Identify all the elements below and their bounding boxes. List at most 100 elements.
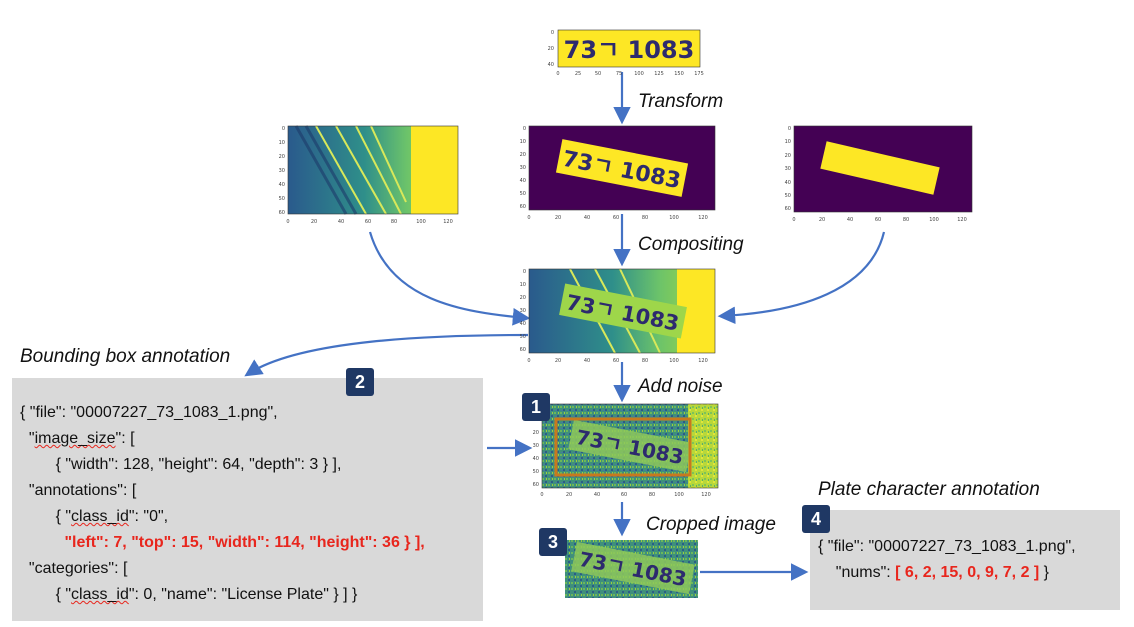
svg-text:0: 0 [551, 30, 554, 36]
svg-text:120: 120 [698, 215, 708, 221]
svg-text:30: 30 [785, 166, 791, 172]
svg-text:40: 40 [533, 456, 539, 462]
svg-text:10: 10 [279, 140, 285, 146]
cropped-image-label: Cropped image [646, 514, 776, 535]
svg-text:20: 20 [520, 152, 526, 158]
svg-text:60: 60 [365, 219, 371, 225]
svg-text:120: 120 [957, 217, 967, 223]
svg-text:80: 80 [642, 358, 648, 364]
svg-text:30: 30 [279, 168, 285, 174]
svg-text:100: 100 [929, 217, 939, 223]
svg-text:60: 60 [613, 358, 619, 364]
bounding-box [554, 417, 692, 477]
mask-image: 0 10 20 30 40 50 60 0 20 40 60 80 100 12… [785, 125, 973, 223]
svg-text:40: 40 [785, 180, 791, 186]
svg-text:40: 40 [520, 178, 526, 184]
svg-text:0: 0 [282, 126, 285, 132]
svg-text:100: 100 [416, 219, 426, 225]
svg-text:20: 20 [555, 215, 561, 221]
svg-text:0: 0 [788, 126, 791, 132]
plate-image: 73ㄱ 1083 0 20 40 0 25 50 75 100 125 150 … [548, 29, 704, 77]
svg-text:20: 20 [566, 492, 572, 498]
svg-text:40: 40 [584, 358, 590, 364]
svg-text:120: 120 [698, 358, 708, 364]
svg-text:100: 100 [634, 71, 644, 77]
svg-text:0: 0 [792, 217, 795, 223]
arrow-right-to-composite [717, 231, 886, 325]
svg-text:100: 100 [674, 492, 684, 498]
svg-text:0: 0 [540, 492, 543, 498]
svg-text:60: 60 [520, 347, 526, 353]
svg-text:10: 10 [520, 282, 526, 288]
svg-text:40: 40 [279, 182, 285, 188]
svg-text:10: 10 [785, 139, 791, 145]
svg-text:120: 120 [701, 492, 711, 498]
svg-text:0: 0 [527, 215, 530, 221]
svg-text:20: 20 [520, 295, 526, 301]
svg-text:20: 20 [548, 46, 554, 52]
bbox-annotation-panel [12, 378, 483, 621]
noisy-image: 73ㄱ 1083 0 10 20 30 40 50 60 0 20 40 60 … [533, 403, 719, 498]
svg-text:60: 60 [613, 215, 619, 221]
svg-text:60: 60 [621, 492, 627, 498]
svg-text:0: 0 [527, 358, 530, 364]
composite-image: 73ㄱ 1083 0 10 20 30 40 50 60 0 20 40 60 … [520, 268, 716, 364]
add-noise-label: Add noise [638, 376, 723, 397]
svg-text:30: 30 [533, 443, 539, 449]
svg-text:80: 80 [642, 215, 648, 221]
svg-text:40: 40 [584, 215, 590, 221]
svg-text:50: 50 [520, 334, 526, 340]
svg-text:20: 20 [785, 153, 791, 159]
svg-text:75: 75 [616, 71, 622, 77]
svg-text:25: 25 [575, 71, 581, 77]
svg-text:40: 40 [548, 62, 554, 68]
svg-text:10: 10 [520, 139, 526, 145]
svg-text:120: 120 [443, 219, 453, 225]
bbox-annotation-label: Bounding box annotation [20, 346, 231, 367]
svg-text:80: 80 [391, 219, 397, 225]
svg-text:20: 20 [555, 358, 561, 364]
bbox-annotation-json: { "file": "00007227_73_1083_1.png", "ima… [20, 404, 425, 603]
svg-text:20: 20 [279, 154, 285, 160]
svg-text:50: 50 [533, 469, 539, 475]
svg-text:100: 100 [669, 358, 679, 364]
svg-text:60: 60 [875, 217, 881, 223]
transform-label: Transform [638, 91, 724, 112]
svg-text:40: 40 [847, 217, 853, 223]
svg-text:125: 125 [654, 71, 664, 77]
background-image: 0 10 20 30 40 50 60 0 20 40 60 80 100 12… [279, 125, 459, 225]
svg-text:60: 60 [520, 204, 526, 210]
step-badge-2: 2 [346, 368, 374, 396]
svg-text:30: 30 [520, 165, 526, 171]
svg-text:40: 40 [520, 321, 526, 327]
step-badge-1: 1 [522, 393, 550, 421]
step-badge-4: 4 [802, 505, 830, 533]
svg-text:0: 0 [286, 219, 289, 225]
svg-text:50: 50 [279, 196, 285, 202]
svg-text:20: 20 [819, 217, 825, 223]
svg-text:50: 50 [520, 191, 526, 197]
plate-annotation-json: { "file": "00007227_73_1083_1.png", "num… [818, 538, 1076, 581]
svg-text:150: 150 [674, 71, 684, 77]
svg-text:20: 20 [311, 219, 317, 225]
svg-text:40: 40 [338, 219, 344, 225]
svg-text:100: 100 [669, 215, 679, 221]
svg-text:40: 40 [594, 492, 600, 498]
svg-text:60: 60 [279, 210, 285, 216]
svg-text:60: 60 [533, 482, 539, 488]
svg-text:80: 80 [649, 492, 655, 498]
svg-text:175: 175 [694, 71, 704, 77]
cropped-image: 73ㄱ 1083 [565, 540, 698, 598]
svg-text:0: 0 [523, 126, 526, 132]
svg-text:20: 20 [533, 430, 539, 436]
plate-text: 73ㄱ 1083 [564, 36, 695, 64]
transformed-plate-image: 73ㄱ 1083 0 10 20 30 40 50 60 0 20 40 60 … [520, 125, 716, 221]
arrow-left-to-composite [368, 231, 531, 326]
svg-text:0: 0 [556, 71, 559, 77]
svg-text:0: 0 [523, 269, 526, 275]
svg-text:50: 50 [785, 193, 791, 199]
plate-annotation-panel [810, 510, 1120, 610]
svg-text:30: 30 [520, 308, 526, 314]
compositing-label: Compositing [638, 234, 744, 255]
